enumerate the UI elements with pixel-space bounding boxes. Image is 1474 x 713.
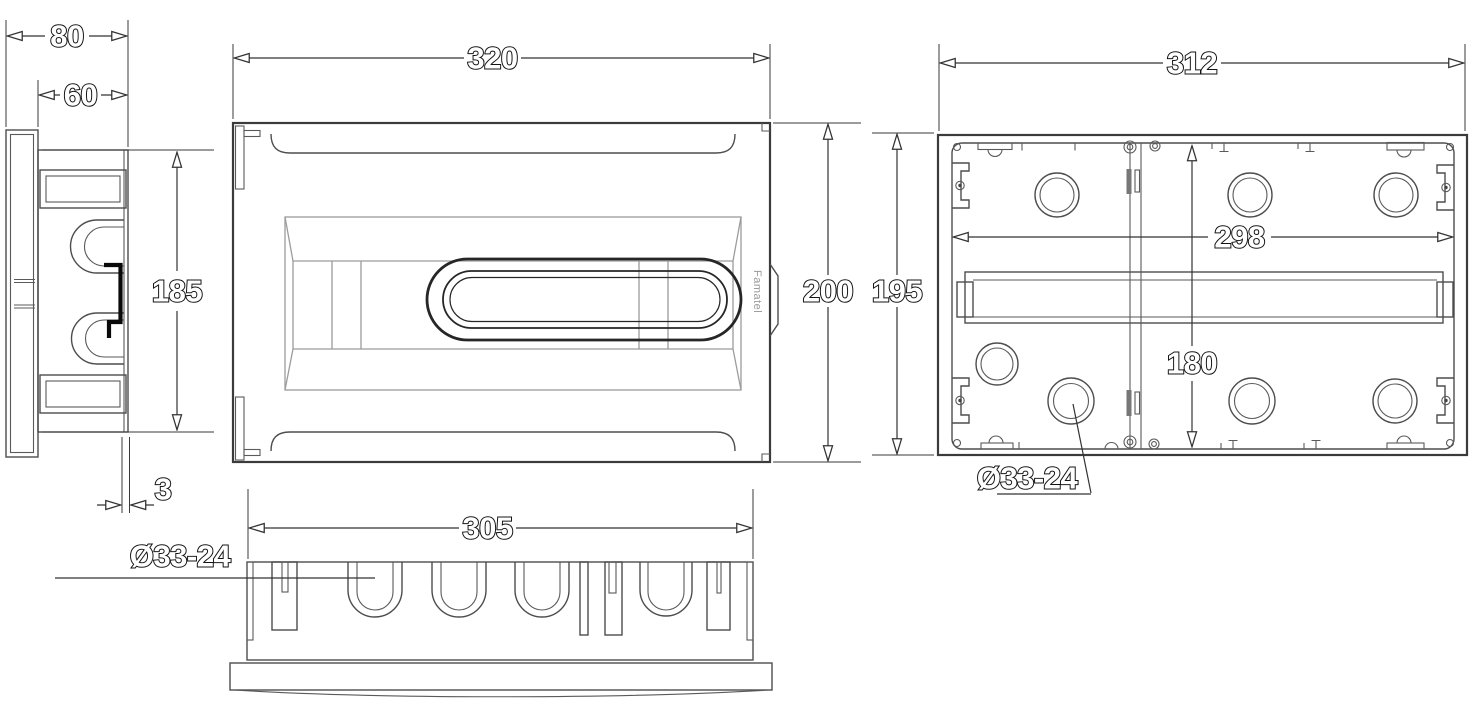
bottom-slot-4	[706, 561, 731, 631]
fixing-clips	[952, 162, 1454, 424]
din-rail	[956, 271, 1454, 324]
bottom-slot-3	[604, 561, 623, 636]
bottom-body-outline	[246, 561, 754, 661]
bottom-knockout-4-inner	[647, 562, 685, 611]
back-inside-view	[936, 133, 1469, 457]
joint-clip	[1134, 391, 1141, 415]
dim-front-height: 200	[803, 274, 853, 309]
side-top-slot-inner	[45, 175, 121, 203]
back-knockouts-bottom	[975, 342, 1418, 425]
side-knockout-upper	[69, 219, 124, 274]
bottom-knockout-2-inner	[440, 562, 478, 611]
side-top-slot	[39, 169, 127, 209]
bottom-slot-1-inner	[281, 561, 289, 593]
side-view-dimensions: 80 60 185 3	[5, 18, 214, 513]
front-view: Famatel	[231, 121, 779, 464]
bottom-view-dimensions: 305 Ø33-24	[55, 489, 754, 579]
bottom-frame-plate	[229, 662, 773, 691]
dim-back-height: 195	[872, 274, 922, 309]
hinge-tab-top	[234, 125, 245, 190]
side-body-outline	[37, 149, 129, 433]
dim-front-width: 320	[467, 41, 517, 76]
din-rail-end-cap	[1436, 281, 1454, 318]
joint-clip	[1126, 390, 1132, 416]
corner-hole	[1445, 142, 1455, 152]
bottom-knockout-1	[347, 562, 403, 618]
module-joint	[1123, 140, 1161, 450]
door-latch	[769, 263, 779, 337]
bottom-slot-right-edge	[746, 561, 754, 641]
bottom-knockout-3-inner	[523, 562, 561, 611]
bottom-knockout-label: Ø33-24	[130, 539, 232, 574]
side-flange-inner	[9, 133, 35, 454]
bottom-knockout-2	[431, 562, 487, 618]
bottom-slot-left-edge	[246, 561, 254, 641]
back-bottom-edge-details	[980, 435, 1425, 450]
hinge-tab-bottom	[234, 396, 245, 461]
back-top-edge-details	[977, 141, 1425, 158]
back-inner-wall	[951, 142, 1455, 450]
joint-clip	[1126, 169, 1132, 194]
handle-window	[425, 257, 743, 342]
dim-side-height: 185	[152, 274, 202, 309]
corner-hole	[1445, 438, 1455, 448]
bottom-slot-2	[579, 561, 589, 636]
bottom-frame-curve	[232, 689, 771, 698]
joint-clip	[1134, 169, 1141, 193]
dim-depth-body: 60	[64, 78, 97, 113]
hinge-pin-top	[243, 129, 261, 138]
brand-label: Famatel	[751, 270, 763, 313]
bottom-view	[229, 561, 773, 698]
side-knockout-lower	[70, 312, 124, 365]
din-rail-end-cap	[956, 281, 974, 318]
door-panel	[284, 216, 742, 391]
bottom-knockout-4	[639, 562, 693, 617]
dim-back-width: 312	[1167, 46, 1217, 81]
dim-back-inner-width: 298	[1214, 220, 1264, 255]
corner-hole	[952, 142, 962, 152]
lid-step-bottom-right	[761, 453, 770, 462]
din-rail-section-symbol	[104, 262, 123, 338]
bottom-slot-3-inner	[608, 561, 617, 594]
front-outline	[231, 121, 772, 464]
bottom-recess-groove	[270, 431, 736, 452]
back-knockout-label: Ø33-24	[977, 461, 1079, 496]
lid-step-top-right	[761, 123, 770, 132]
hinge-pin-bottom	[243, 448, 261, 457]
dim-depth-overall: 80	[50, 19, 83, 54]
top-recess-groove	[270, 133, 736, 154]
dim-flange-offset: 3	[155, 472, 172, 507]
back-knockout-leader	[997, 403, 1092, 495]
bottom-slot-4-inner	[716, 561, 722, 594]
side-view	[5, 129, 129, 458]
back-view-dimensions: 312 195 298 180 Ø33-24	[871, 44, 1466, 497]
bottom-knockout-3	[514, 562, 570, 618]
corner-hole	[952, 438, 962, 448]
dim-bottom-width: 305	[462, 511, 512, 546]
side-bottom-slot	[39, 374, 127, 414]
side-knockout-lower-inner	[85, 319, 124, 358]
bottom-slot-1	[271, 561, 298, 631]
bottom-knockout-1-inner	[356, 562, 394, 611]
side-knockout-upper-inner	[84, 226, 124, 267]
side-bottom-slot-inner	[45, 380, 121, 408]
dim-back-inner-height: 180	[1167, 346, 1217, 381]
front-view-dimensions: 320 200	[232, 40, 861, 463]
back-knockouts-top	[1034, 172, 1419, 218]
back-outline	[936, 133, 1469, 457]
